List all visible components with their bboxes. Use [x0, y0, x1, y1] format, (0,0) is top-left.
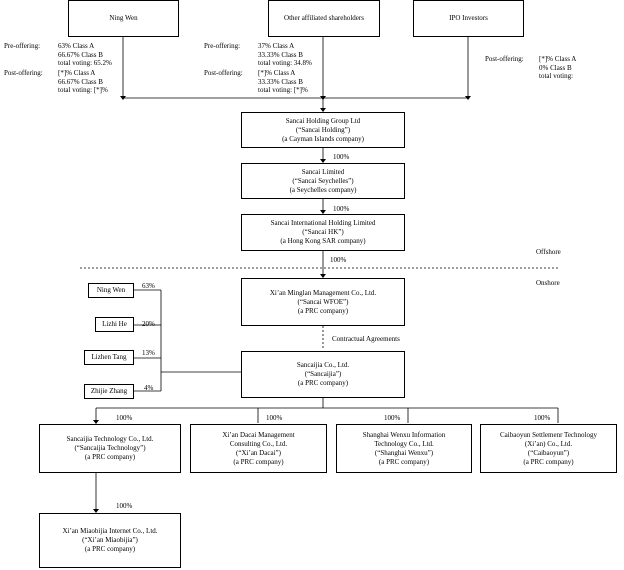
- other-post-lines: [*]% Class A 33.33% Class B total voting…: [258, 69, 308, 95]
- entity-jurisdiction: (a PRC company): [297, 306, 349, 315]
- shareholder-name: Other affiliated shareholders: [284, 14, 364, 22]
- individual-pct: 4%: [144, 384, 154, 392]
- other-pre-label: Pre-offering:: [204, 42, 241, 50]
- ipo-post-label: Post-offering:: [485, 55, 524, 63]
- entity-sancai-holding: Sancai Holding Group Ltd (“Sancai Holdin…: [241, 112, 405, 148]
- shareholder-name: Ning Wen: [109, 14, 138, 22]
- entity-shanghai-wenxu: Shanghai Wenxu Information Technology Co…: [336, 424, 472, 473]
- ownership-pct: 100%: [116, 414, 133, 422]
- ning-wen-pre-lines: 63% Class A 66.67% Class B total voting:…: [58, 42, 112, 68]
- individual-name: Zhijie Zhang: [90, 387, 128, 395]
- entity-name: Xi’an Dacai Management: [222, 430, 295, 439]
- ning-wen-post-lines: [*]% Class A 66.67% Class B total voting…: [58, 69, 108, 95]
- individual-ning-wen: Ning Wen: [88, 283, 134, 298]
- entity-short-name: (“Sancaijia”): [304, 370, 342, 378]
- entity-jurisdiction: (a PRC company): [378, 457, 430, 466]
- other-pre-lines: 37% Class A 33.33% Class B total voting:…: [258, 42, 312, 68]
- individual-name: Ning Wen: [96, 286, 126, 294]
- entity-name: Caibaoyun Settlemenr Technology: [500, 430, 597, 439]
- ownership-pct: 100%: [333, 153, 350, 161]
- entity-name: Xi’an Miaobijia Internet Co., Ltd.: [62, 527, 158, 535]
- ownership-pct: 100%: [333, 205, 350, 213]
- entity-short-name: (“Shanghai Wenxu”): [374, 448, 434, 457]
- entity-name: Shanghai Wenxu Information: [362, 430, 446, 439]
- entity-caibaoyun: Caibaoyun Settlemenr Technology (Xi’an) …: [480, 424, 617, 473]
- entity-sancai-seychelles: Sancai Limited (“Sancai Seychelles”) (a …: [241, 163, 405, 199]
- entity-name-cont: Technology Co., Ltd.: [374, 439, 434, 448]
- entity-short-name: (“Sancai HK”): [302, 228, 344, 236]
- holding-line: [*]% Class A: [258, 69, 296, 77]
- holding-line: total voting: [*]%: [58, 86, 108, 95]
- individual-lizhi-he: Lizhi He: [95, 317, 134, 332]
- holding-line: 33.33% Class B: [258, 50, 303, 59]
- holding-line: 66.67% Class B: [58, 50, 103, 59]
- entity-jurisdiction: (a PRC company): [233, 457, 284, 466]
- holding-line: [*]% Class A: [539, 55, 577, 63]
- entity-name: Xi’an Minglan Management Co., Ltd.: [269, 288, 377, 297]
- holding-line: 66.67% Class B: [58, 77, 103, 86]
- individual-pct: 13%: [142, 349, 155, 357]
- entity-jurisdiction: (a Hong Kong SAR company): [280, 237, 366, 245]
- holding-line: 37% Class A: [258, 42, 295, 50]
- ownership-pct: 100%: [266, 414, 283, 422]
- holding-line: 63% Class A: [58, 42, 95, 50]
- entity-jurisdiction: (a Cayman Islands company): [282, 134, 364, 143]
- entity-name: Sancai Limited: [301, 167, 345, 176]
- holding-line: total voting: [*]%: [258, 86, 308, 95]
- ning-wen-post-label: Post-offering:: [4, 69, 43, 77]
- ownership-pct: 100%: [330, 256, 347, 264]
- entity-sancai-hk: Sancai International Holding Limited (“S…: [241, 214, 405, 251]
- shareholder-other-box: Other affiliated shareholders: [268, 0, 380, 37]
- entity-xian-miaobijia: Xi’an Miaobijia Internet Co., Ltd. (“Xi’…: [39, 513, 181, 568]
- ning-wen-pre-label: Pre-offering:: [4, 42, 41, 50]
- shareholder-name: IPO Investors: [449, 14, 488, 22]
- entity-short-name: (“Sancaijia Technology”): [74, 444, 146, 452]
- entity-sancaijia-technology: Sancaijia Technology Co., Ltd. (“Sancaij…: [39, 424, 181, 473]
- entity-name: Sancai International Holding Limited: [270, 219, 376, 227]
- ipo-post-lines: [*]% Class A 0% Class B total voting:: [539, 55, 576, 81]
- entity-jurisdiction: (a Seychelles company): [289, 185, 357, 194]
- holding-line: 33.33% Class B: [258, 77, 303, 86]
- onshore-label: Onshore: [536, 279, 560, 287]
- entity-short-name: (“Sancai Seychelles”): [292, 176, 354, 185]
- entity-name: Sancaijia Technology Co., Ltd.: [66, 435, 154, 443]
- entity-short-name: (“Xi’an Miaobijia”): [82, 536, 138, 544]
- entity-xian-dacai: Xi’an Dacai Management Consulting Co., L…: [190, 424, 327, 473]
- offshore-label: Offshore: [536, 248, 561, 256]
- entity-name: Sancaijia Co., Ltd.: [296, 361, 350, 369]
- individual-pct: 63%: [142, 282, 155, 290]
- ownership-pct: 100%: [384, 414, 401, 422]
- contractual-agreements-label: Contractual Agreements: [332, 335, 400, 343]
- entity-short-name: (“Xi’an Dacai”): [236, 448, 281, 457]
- shareholder-ning-wen-box: Ning Wen: [68, 0, 179, 37]
- entity-name: Sancai Holding Group Ltd: [285, 116, 361, 125]
- entity-jurisdiction: (a PRC company): [84, 453, 136, 461]
- individual-name: Lizhen Tang: [91, 353, 127, 361]
- individual-name: Lizhi He: [102, 320, 127, 328]
- holding-line: total voting:: [539, 72, 574, 81]
- holding-line: total voting: 34.8%: [258, 59, 312, 68]
- shareholder-ipo-box: IPO Investors: [413, 0, 524, 37]
- entity-sancaijia: Sancaijia Co., Ltd. (“Sancaijia”) (a PRC…: [241, 351, 405, 398]
- entity-jurisdiction: (a PRC company): [297, 379, 349, 387]
- holding-line: total voting: 65.2%: [58, 59, 112, 68]
- entity-name-cont: Consulting Co., Ltd.: [229, 439, 288, 448]
- individual-lizhen-tang: Lizhen Tang: [84, 350, 134, 365]
- entity-jurisdiction: (a PRC company): [523, 457, 574, 466]
- other-post-label: Post-offering:: [204, 69, 243, 77]
- entity-jurisdiction: (a PRC company): [84, 545, 136, 553]
- entity-sancai-wfoe: Xi’an Minglan Management Co., Ltd. (“San…: [241, 278, 405, 326]
- ownership-pct: 100%: [116, 502, 133, 510]
- individual-pct: 20%: [142, 320, 155, 328]
- holding-line: 0% Class B: [539, 63, 572, 72]
- holding-line: [*]% Class A: [58, 69, 96, 77]
- ownership-pct: 100%: [534, 414, 551, 422]
- individual-zhijie-zhang: Zhijie Zhang: [84, 384, 134, 399]
- entity-short-name: (“Caibaoyun”): [527, 448, 570, 457]
- entity-short-name: (“Sancai Holding”): [295, 125, 351, 134]
- entity-short-name: (“Sancai WFOE”): [297, 297, 349, 306]
- entity-name-cont: (Xi’an) Co., Ltd.: [524, 439, 573, 448]
